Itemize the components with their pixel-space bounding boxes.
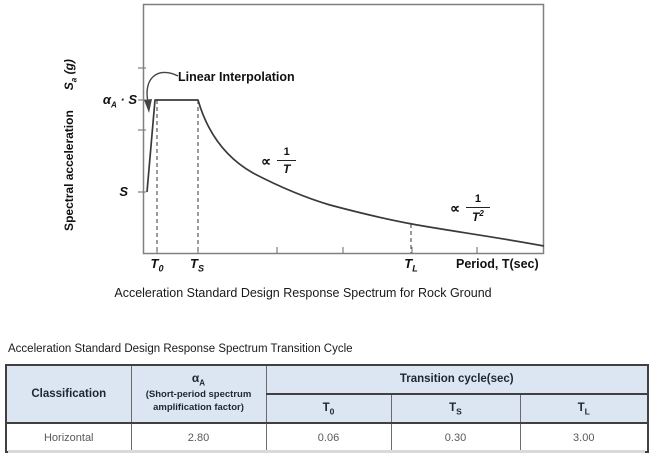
- table-bottom-shadow: [8, 450, 645, 453]
- cell-classification: Horizontal: [5, 423, 132, 452]
- x-tick-T0: T0: [150, 256, 164, 274]
- transition-cycle-table: Classification αA (Short-period spectrum…: [5, 364, 650, 453]
- cell-T0: 0.06: [265, 423, 392, 452]
- prop-1-over-T2-label: ∝ 1 T2: [450, 194, 490, 223]
- prop-1-over-T-label: ∝ 1 T: [261, 147, 297, 175]
- fraction-1-over-T: 1 T: [277, 147, 297, 175]
- col-header-TS: TS: [390, 394, 521, 424]
- y-axis-title-text: Spectral acceleration: [62, 110, 76, 231]
- plot-frame: [142, 3, 545, 255]
- s-level-label: S: [119, 184, 128, 199]
- y-axis-title: Spectral acceleration Sa (g): [62, 40, 80, 250]
- alpha-s-level-label: αA · S: [102, 92, 137, 110]
- col-header-classification: Classification: [5, 365, 132, 424]
- col-header-alpha: αA (Short-period spectrum amplification …: [130, 365, 267, 424]
- x-axis-title: Period, T(sec): [456, 257, 539, 271]
- x-tick-TL: TL: [404, 256, 418, 274]
- cell-TL: 3.00: [519, 423, 649, 452]
- cell-TS: 0.30: [390, 423, 521, 452]
- alpha-description: (Short-period spectrum amplification fac…: [145, 389, 252, 413]
- table-row: Horizontal 2.80 0.06 0.30 3.00: [5, 423, 649, 452]
- linear-interpolation-label: Linear Interpolation: [178, 70, 295, 84]
- y-axis-symbol: Sa (g): [62, 59, 79, 91]
- col-header-TL: TL: [519, 394, 649, 424]
- fraction-1-over-T2: 1 T2: [466, 194, 490, 223]
- table-title: Acceleration Standard Design Response Sp…: [8, 343, 353, 355]
- col-header-T0: T0: [265, 394, 392, 424]
- spectrum-plot: [138, 3, 545, 255]
- annotation-arrowhead: [144, 99, 152, 113]
- spectrum-curve: [146, 99, 545, 247]
- annotation-arrow: [146, 71, 179, 103]
- col-header-transition-cycle: Transition cycle(sec): [265, 365, 649, 395]
- figure-caption: Acceleration Standard Design Response Sp…: [114, 286, 492, 300]
- x-axis-ticks: [156, 247, 478, 253]
- cell-alpha: 2.80: [130, 423, 267, 452]
- x-tick-TS: TS: [190, 256, 204, 274]
- y-axis-ticks: [138, 67, 146, 193]
